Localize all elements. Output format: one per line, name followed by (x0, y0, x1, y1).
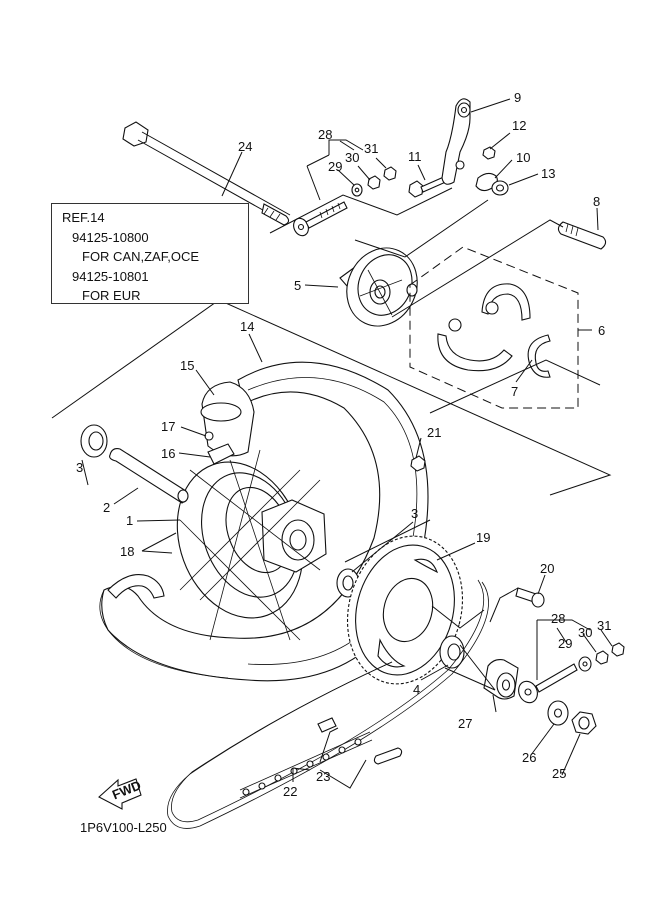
callout-2: 2 (103, 500, 110, 515)
callout-22: 22 (283, 784, 297, 799)
callout-21: 21 (427, 425, 441, 440)
rim-band-16 (207, 443, 235, 465)
callout-10: 10 (516, 150, 530, 165)
callout-28-lower: 28 (551, 611, 565, 626)
callout-11: 11 (408, 149, 422, 164)
collar-27 (483, 659, 519, 700)
callout-31-upper: 31 (364, 141, 378, 156)
callout-7: 7 (511, 384, 518, 399)
callout-3-left: 3 (76, 460, 83, 475)
callout-17: 17 (161, 419, 175, 434)
callout-15: 15 (180, 358, 194, 373)
oil-seal-4 (439, 635, 465, 669)
nut-25 (571, 711, 597, 735)
callout-27: 27 (458, 716, 472, 731)
callout-30-upper: 30 (345, 150, 359, 165)
callout-14: 14 (240, 319, 254, 334)
ref-part-number: 94125-10800 (72, 229, 149, 245)
bolt-11 (408, 175, 449, 198)
ref-part-number: 94125-10801 (72, 268, 149, 284)
callout-9: 9 (514, 90, 521, 105)
callout-6: 6 (598, 323, 605, 338)
valve-17 (204, 431, 214, 441)
callout-29-upper: 29 (328, 159, 342, 174)
nut-12 (482, 146, 496, 160)
callout-16: 16 (161, 446, 175, 461)
diagram-code: 1P6V100-L250 (80, 820, 167, 835)
nut-21 (410, 455, 426, 472)
callout-26: 26 (522, 750, 536, 765)
ref-note: FOR EUR (82, 288, 141, 303)
master-link (317, 717, 403, 765)
callout-18: 18 (120, 544, 134, 559)
callout-3-right: 3 (411, 506, 418, 521)
callout-13: 13 (541, 166, 555, 181)
spacer-2 (109, 448, 189, 504)
callout-25: 25 (552, 766, 566, 781)
callout-8: 8 (593, 194, 600, 209)
adjust-bolt-lower (518, 642, 625, 704)
bolt-20 (515, 587, 545, 608)
ref-note: FOR CAN,ZAF,OCE (82, 249, 200, 264)
camshaft-lever (441, 98, 471, 185)
callout-1: 1 (126, 513, 133, 528)
brake-shoe-kit-outline (409, 246, 579, 409)
adjust-bolt-upper (293, 166, 397, 237)
rear-axle (122, 121, 291, 226)
tube-15 (200, 381, 255, 457)
callout-28-upper: 28 (318, 127, 332, 142)
spring-7 (527, 334, 551, 378)
seal-13 (491, 180, 509, 196)
callout-23: 23 (316, 769, 330, 784)
callout-30-lower: 30 (578, 625, 592, 640)
drive-chain (167, 579, 489, 829)
callout-19: 19 (476, 530, 490, 545)
sprocket (346, 535, 464, 685)
brake-shoe-plate (339, 247, 418, 327)
bearing-3-left (80, 424, 108, 458)
callout-31-lower: 31 (597, 618, 611, 633)
wheel-hub (176, 449, 327, 641)
leader-lines (81, 98, 613, 789)
assembly-lines (51, 187, 612, 691)
callout-20: 20 (540, 561, 554, 576)
tire (99, 361, 429, 682)
washer-26 (547, 700, 569, 726)
fwd-arrow-icon: FWD (98, 777, 143, 810)
callout-24: 24 (238, 139, 252, 154)
reference-note-box: REF.14 94125-10800 FOR CAN,ZAF,OCE 94125… (51, 203, 249, 304)
callout-29-lower: 29 (558, 636, 572, 651)
ref-label: REF.14 (62, 210, 105, 225)
brake-shoes (437, 283, 531, 372)
callout-labels: 1 2 3 3 4 5 6 7 8 9 10 11 12 13 14 15 16… (76, 90, 611, 799)
camshaft-8 (557, 221, 607, 250)
callout-5: 5 (294, 278, 301, 293)
callout-4: 4 (413, 682, 420, 697)
callout-12: 12 (512, 118, 526, 133)
